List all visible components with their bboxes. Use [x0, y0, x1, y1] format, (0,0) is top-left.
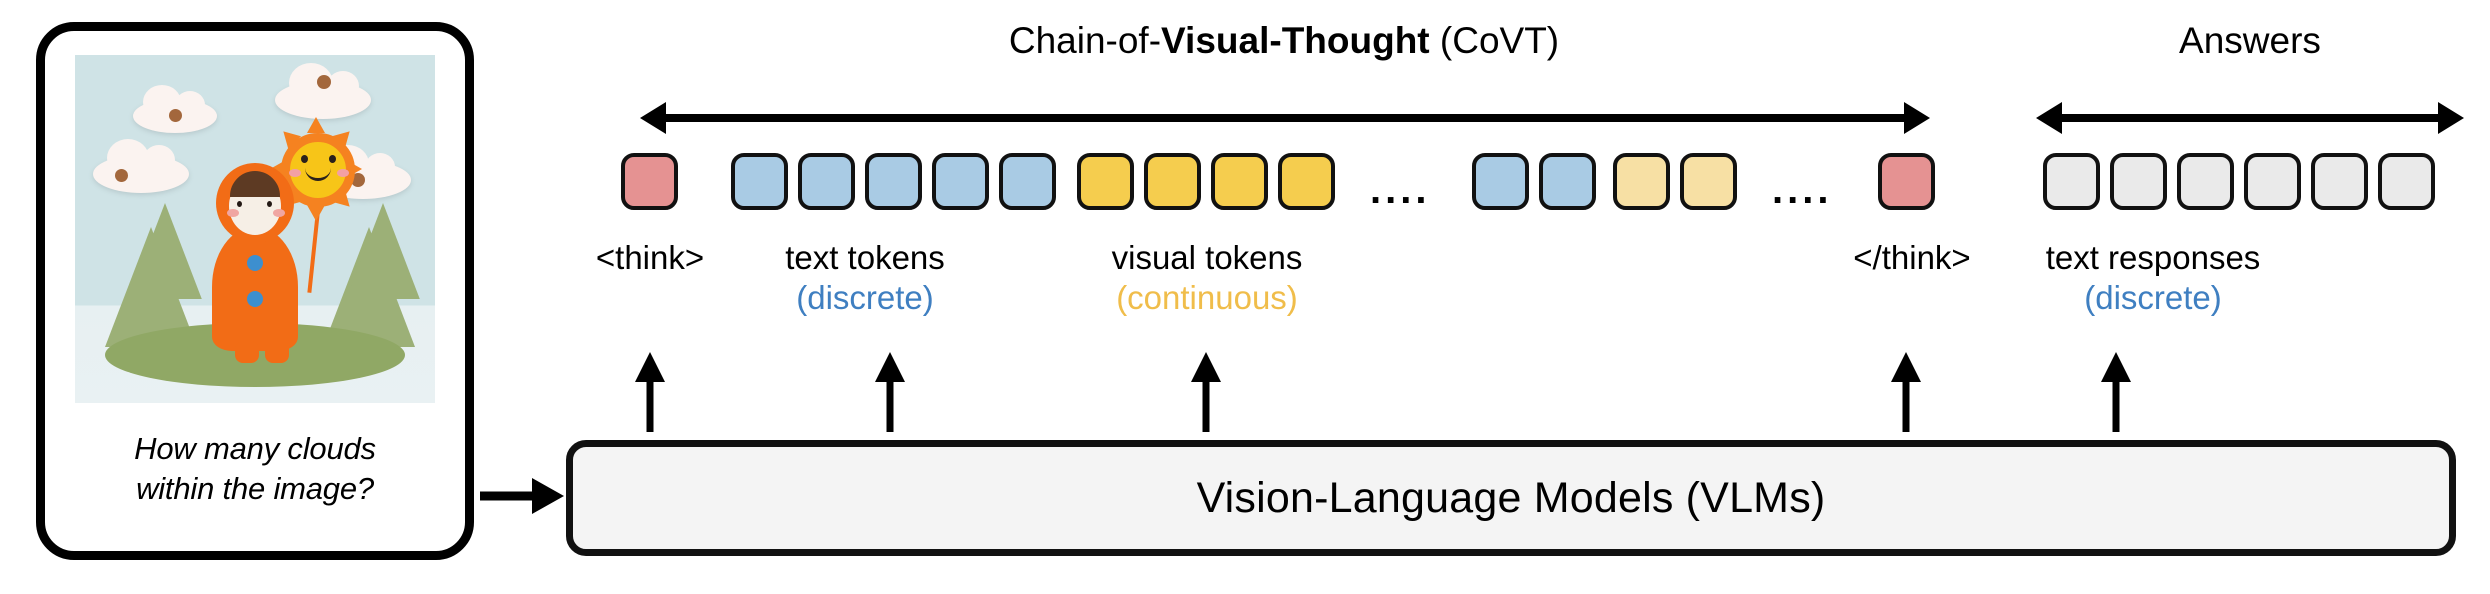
cloud-icon — [133, 85, 217, 133]
question-line-2: within the image? — [136, 470, 374, 506]
cloud-icon — [93, 139, 189, 193]
token-answer-3[interactable] — [2177, 153, 2234, 210]
token-visual-6[interactable] — [1680, 153, 1737, 210]
caption-text-tokens-main: text tokens — [785, 239, 945, 276]
token-visual-2[interactable] — [1144, 153, 1201, 210]
tree-icon — [346, 203, 420, 299]
token-text-7[interactable] — [1539, 153, 1596, 210]
question-card: How many clouds within the image? — [36, 22, 474, 560]
caption-text-responses-sub: (discrete) — [2084, 279, 2222, 317]
caption-visual-tokens: visual tokens (continuous) — [1042, 238, 1372, 319]
covt-span-label: Chain-of-Visual-Thought (CoVT) — [648, 20, 1920, 62]
token-think-close[interactable] — [1878, 153, 1935, 210]
token-text-2[interactable] — [798, 153, 855, 210]
token-text-1[interactable] — [731, 153, 788, 210]
covt-label-bold: Visual-Thought — [1161, 20, 1430, 61]
arrow-up-icon-4 — [1891, 352, 1921, 432]
cloud-icon — [275, 63, 371, 119]
arrow-right-icon — [480, 478, 564, 514]
ellipsis-second: .... — [1772, 168, 1833, 212]
token-visual-5[interactable] — [1613, 153, 1670, 210]
token-answer-6[interactable] — [2378, 153, 2435, 210]
answers-span-label: Answers — [2179, 20, 2321, 61]
covt-span-bracket — [640, 102, 1930, 134]
caption-text-tokens: text tokens (discrete) — [720, 238, 1010, 319]
token-answer-5[interactable] — [2311, 153, 2368, 210]
vlm-model-label: Vision-Language Models (VLMs) — [1196, 473, 1826, 522]
caption-text-responses: text responses (discrete) — [1978, 238, 2328, 319]
caption-text-tokens-sub: (discrete) — [796, 279, 934, 317]
vlm-model-bar: Vision-Language Models (VLMs) — [566, 440, 2456, 556]
caption-think-open: <think> — [595, 239, 705, 276]
arrow-up-icon-3 — [1191, 352, 1221, 432]
arrow-up-icon-2 — [875, 352, 905, 432]
token-text-6[interactable] — [1472, 153, 1529, 210]
token-answer-2[interactable] — [2110, 153, 2167, 210]
covt-label-suffix: (CoVT) — [1429, 20, 1560, 61]
ellipsis-first: .... — [1370, 168, 1431, 212]
token-text-3[interactable] — [865, 153, 922, 210]
caption-think-close: </think> — [1853, 239, 1971, 276]
token-think-open[interactable] — [621, 153, 678, 210]
example-image-thumbnail — [75, 55, 435, 403]
answers-span-bracket — [2036, 102, 2464, 134]
tree-icon — [128, 203, 202, 299]
question-line-1: How many clouds — [134, 431, 376, 466]
token-visual-4[interactable] — [1278, 153, 1335, 210]
token-answer-1[interactable] — [2043, 153, 2100, 210]
token-answer-4[interactable] — [2244, 153, 2301, 210]
token-visual-1[interactable] — [1077, 153, 1134, 210]
caption-visual-tokens-main: visual tokens — [1111, 239, 1303, 276]
caption-visual-tokens-sub: (continuous) — [1116, 279, 1298, 317]
question-text: How many clouds within the image? — [45, 429, 465, 508]
token-text-5[interactable] — [999, 153, 1056, 210]
arrow-up-icon-5 — [2101, 352, 2131, 432]
arrow-up-icon-1 — [635, 352, 665, 432]
caption-text-responses-main: text responses — [2045, 239, 2261, 276]
token-visual-3[interactable] — [1211, 153, 1268, 210]
covt-label-prefix: Chain-of- — [1008, 20, 1162, 61]
token-text-4[interactable] — [932, 153, 989, 210]
